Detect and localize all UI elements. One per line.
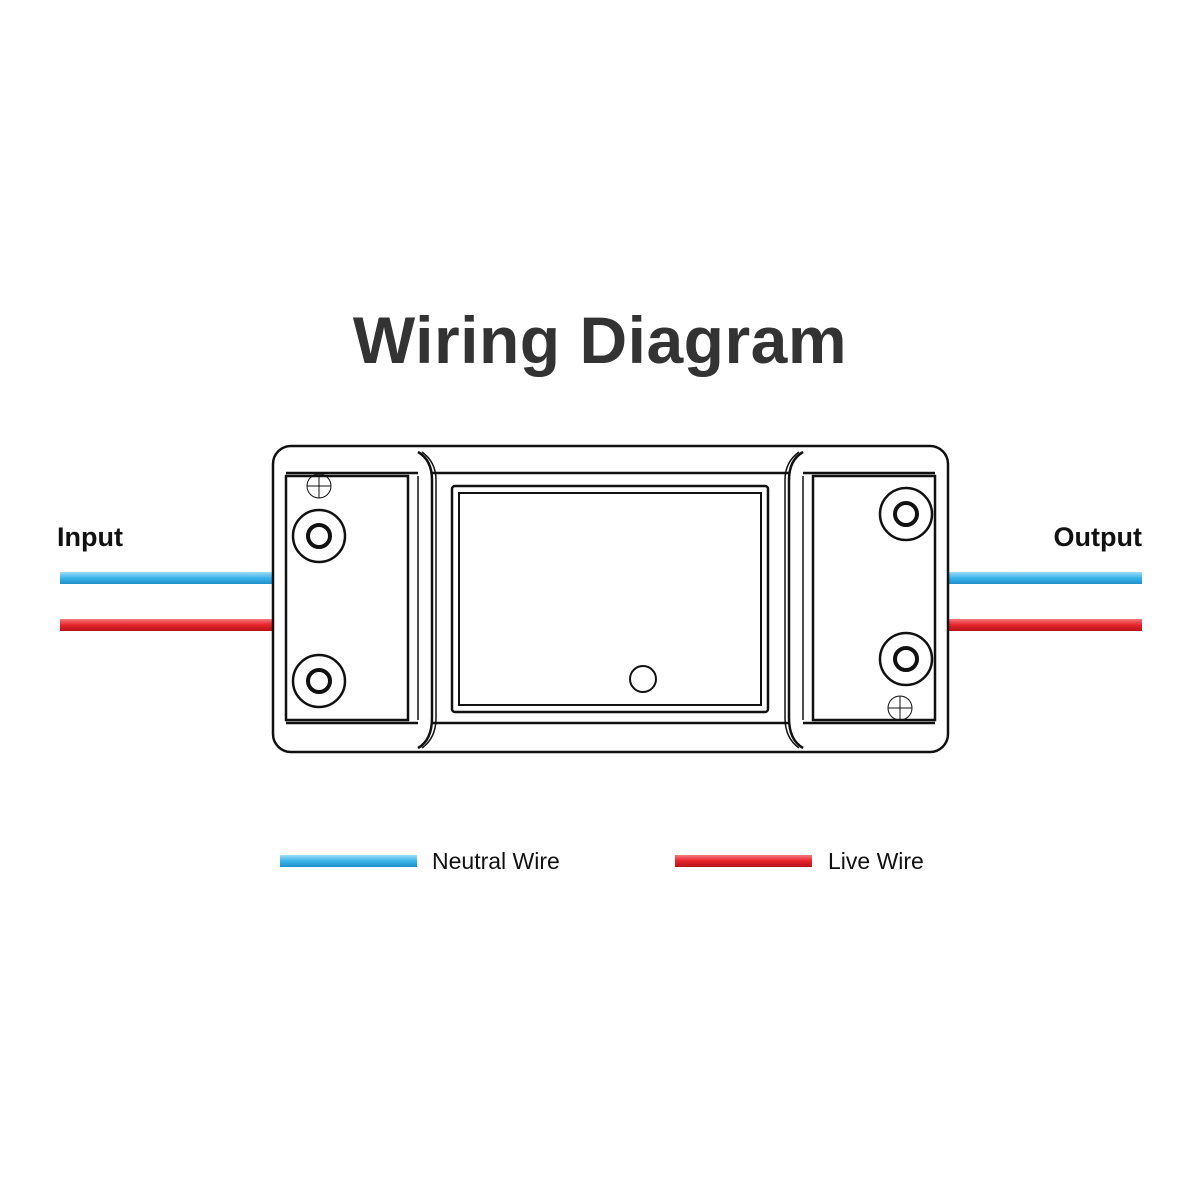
mounting-screw-icon	[306, 473, 332, 499]
led-indicator	[629, 665, 657, 693]
legend-live-swatch	[675, 855, 812, 867]
legend-neutral-label: Neutral Wire	[432, 848, 560, 874]
legend-neutral-swatch	[280, 855, 417, 867]
terminal-screw	[291, 508, 347, 564]
input-neutral-wire	[60, 572, 273, 584]
input-live-wire	[60, 619, 273, 631]
terminal-screw	[878, 631, 934, 687]
diagram-title: Wiring Diagram	[352, 303, 848, 377]
input-wires	[60, 572, 273, 631]
legend-live-label: Live Wire	[828, 848, 924, 874]
mounting-screw-icon	[887, 695, 913, 721]
output-label: Output	[1053, 522, 1142, 552]
terminal-screw	[878, 486, 934, 542]
smart-switch-device	[271, 444, 950, 754]
output-neutral-wire	[947, 572, 1142, 584]
display-panel	[450, 484, 770, 714]
output-live-wire	[947, 619, 1142, 631]
output-wires	[947, 572, 1142, 631]
terminal-screw	[291, 653, 347, 709]
input-label: Input	[57, 522, 123, 552]
